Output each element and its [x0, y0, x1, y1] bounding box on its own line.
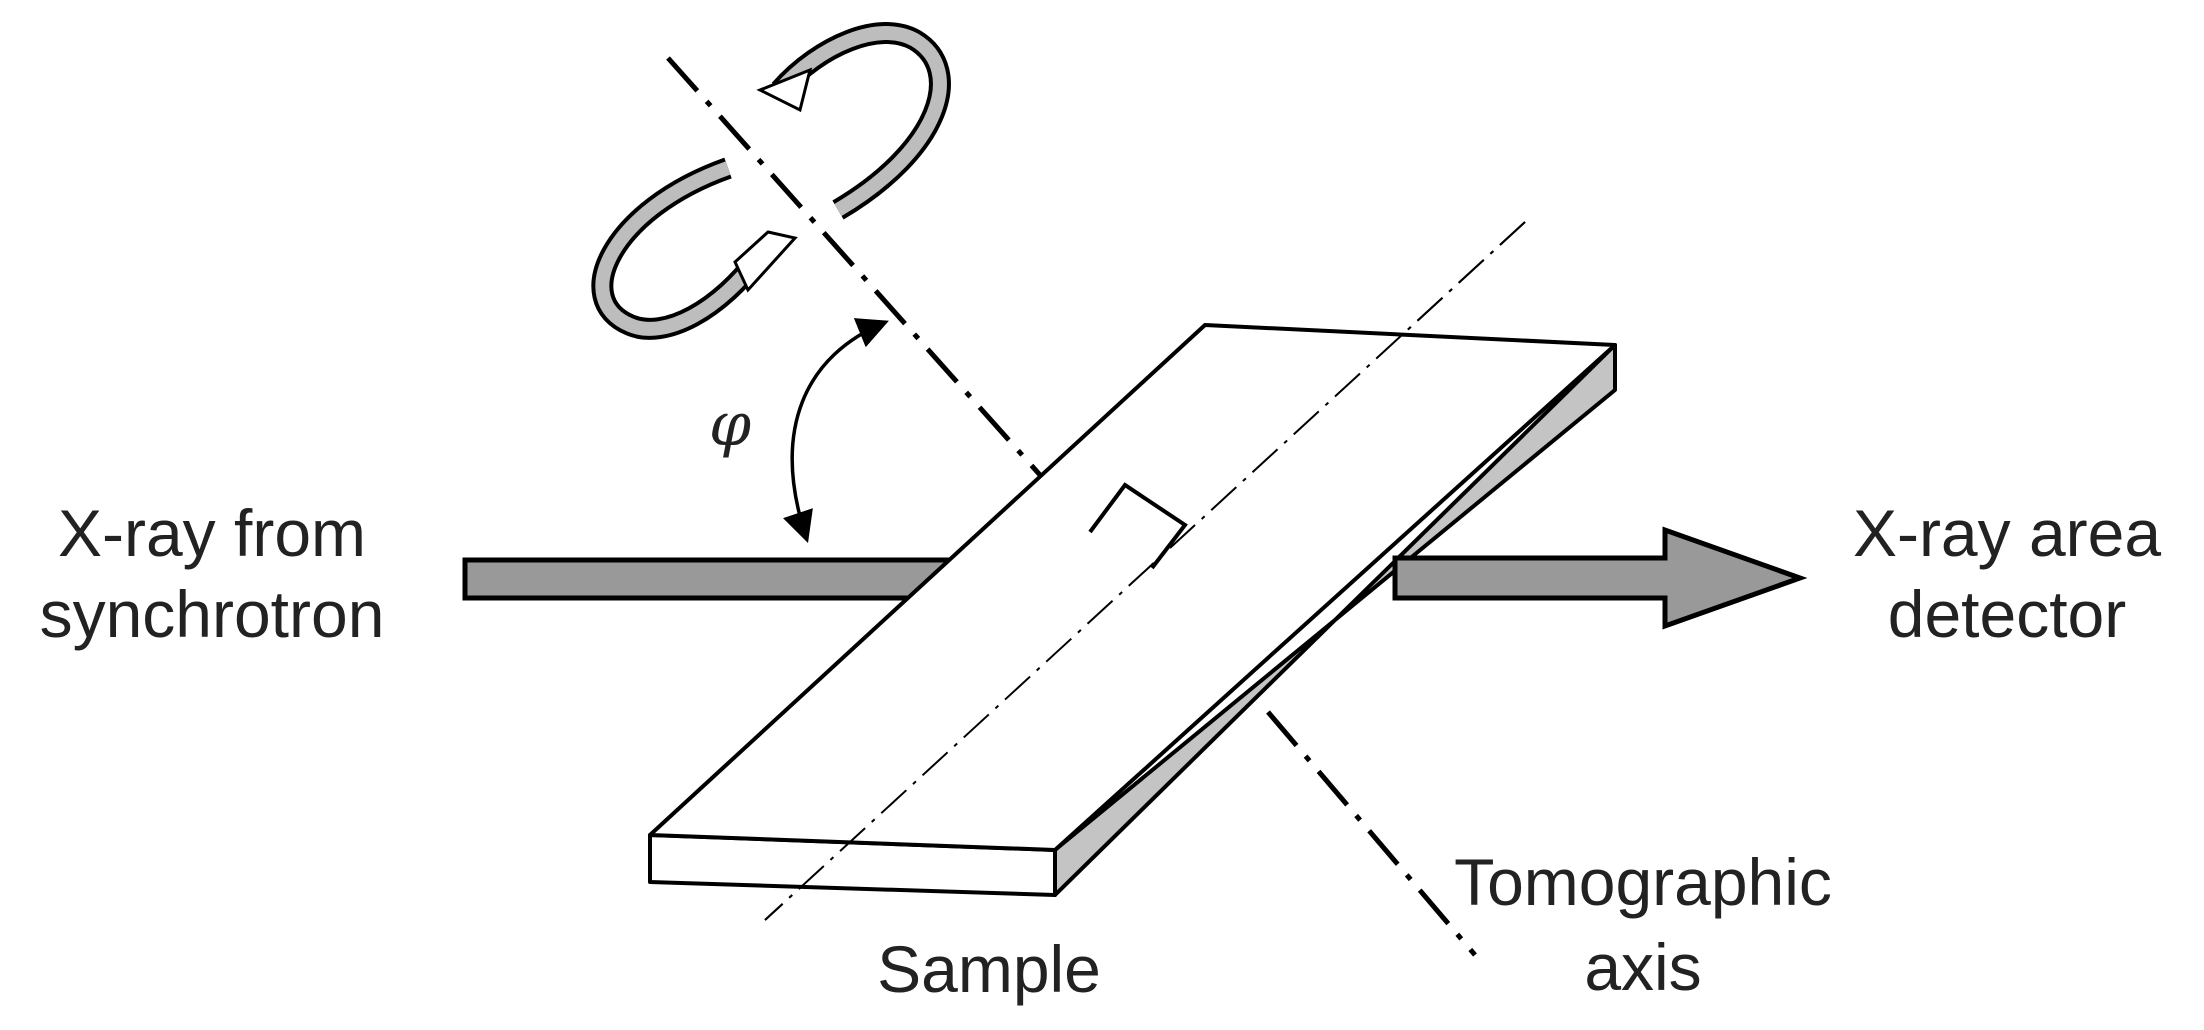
axis-label-line2: axis	[1584, 930, 1701, 1004]
angle-phi-label: φ	[709, 390, 751, 460]
circular-rotation-arrows-icon	[591, 22, 951, 340]
detector-label-line2: detector	[1888, 577, 2126, 651]
double-headed-arc-arrow-icon	[783, 318, 889, 543]
tomographic-axis-lower	[1266, 710, 1477, 957]
source-label-line1: X-ray from	[58, 496, 366, 570]
sample-top-face	[648, 323, 1617, 852]
right-angle-marker	[1088, 482, 1188, 570]
detector-label-line1: X-ray area	[1853, 496, 2161, 570]
source-label-line2: synchrotron	[40, 577, 385, 651]
tomographic-axis-upper	[666, 56, 1042, 477]
sample-slab	[648, 323, 1617, 897]
sample-label: Sample	[877, 932, 1101, 1006]
sample-center-line-top	[764, 221, 1526, 921]
axis-label-line1: Tomographic	[1454, 845, 1832, 919]
outgoing-beam-arrow	[1392, 526, 1808, 630]
